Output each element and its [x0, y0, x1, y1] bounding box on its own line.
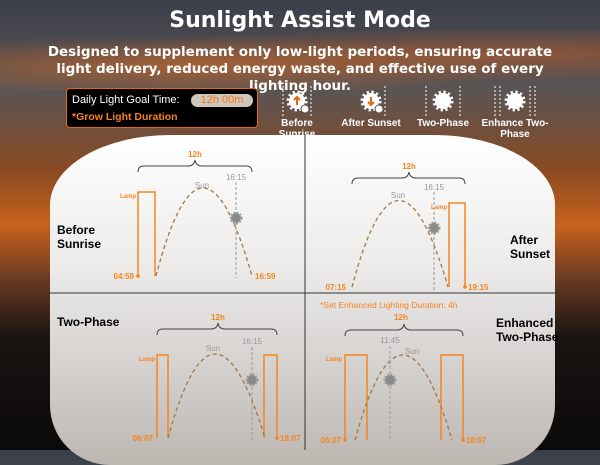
mode-label: After Sunset [341, 118, 401, 129]
mode-label: Enhance Two-Phase [481, 118, 549, 140]
sun-icon [245, 373, 259, 387]
lamp-bar [137, 191, 156, 276]
bracket [137, 159, 253, 173]
panel-title-two-phase: Two-Phase [57, 315, 120, 329]
sun-up-arrow-icon [282, 86, 312, 116]
sun-icon [427, 221, 441, 235]
diagram-panel-area [50, 135, 555, 465]
lamp-bar [448, 202, 466, 287]
lamp-bar-morning [344, 354, 368, 440]
mode-two-phase: Two-Phase [408, 86, 478, 129]
panel-title-enhanced-two-phase: Enhanced Two-Phase [496, 316, 559, 344]
lamp-label: Lamp [431, 205, 447, 211]
sun-time: 16:15 [242, 337, 263, 346]
start-dot [136, 274, 140, 278]
sun-label: Sun [405, 347, 419, 356]
panel-before-sunrise: 12h 16:15 Sun Lamp 04:59 16:59 [114, 150, 276, 281]
sun-icon [494, 86, 536, 116]
duration-label: 12h [211, 313, 225, 322]
end-dot [461, 438, 465, 442]
sun-time: 16:15 [424, 183, 445, 192]
end-dot [463, 285, 467, 289]
goal-note: *Grow Light Duration [72, 111, 178, 123]
end-time: 16:59 [255, 272, 276, 281]
bracket [156, 322, 278, 336]
duration-label: 12h [188, 150, 202, 159]
sunset-sky-background [0, 30, 600, 90]
start-time: 04:59 [114, 272, 135, 281]
lamp-label: Lamp [120, 194, 136, 200]
start-time: 06:07 [321, 436, 342, 445]
lamp-bar-evening [440, 354, 464, 440]
mode-label: Two-Phase [416, 118, 470, 129]
end-time: 18:07 [466, 436, 487, 445]
sun-label: Sun [206, 344, 220, 353]
sun-icon [425, 86, 461, 116]
start-time: 06:07 [133, 434, 154, 443]
enhanced-duration-note: *Set Enhanced Lighting Duration: 4h [320, 300, 458, 310]
sun-arc [354, 354, 453, 441]
goal-label: Daily Light Goal Time: [72, 94, 180, 106]
sun-icon [229, 211, 243, 225]
panel-two-phase: 12h 16:15 Sun Lamp 06:07 18:07 [133, 313, 301, 443]
panel-title-after-sunset: After Sunset [510, 233, 551, 261]
daily-light-goal-box: Daily Light Goal Time: 12h 00m *Grow Lig… [66, 88, 258, 128]
sun-time: 16:15 [226, 173, 247, 182]
duration-label: 12h [394, 313, 408, 322]
mode-label: Before Sunrise [279, 118, 316, 140]
sun-arc [167, 353, 266, 439]
sun-time: 11:45 [380, 336, 400, 345]
mode-after-sunset: After Sunset [336, 86, 406, 129]
mode-before-sunrise: Before Sunrise [262, 86, 332, 140]
end-time: 19:15 [468, 283, 489, 292]
goal-value-field: 12h 00m [191, 94, 253, 107]
bracket [351, 171, 466, 185]
lamp-label: Lamp [139, 357, 155, 363]
end-dot [275, 436, 279, 440]
panel-title-before-sunrise: Before Sunrise [57, 223, 102, 251]
end-time: 18:07 [280, 434, 301, 443]
lamp-bar-evening [263, 354, 278, 438]
sun-label: Sun [195, 181, 209, 190]
page-title: Sunlight Assist Mode [169, 8, 431, 33]
lamp-label: Lamp [326, 357, 342, 363]
sun-down-arrow-icon [360, 86, 386, 116]
sun-icon [383, 373, 397, 387]
sun-label: Sun [391, 191, 405, 200]
panel-enhanced-two-phase: *Set Enhanced Lighting Duration: 4h 12h … [320, 300, 487, 445]
lamp-bar-morning [156, 354, 169, 438]
diagrams: 12h 16:15 Sun Lamp 04:59 16:59 12h 16:15… [40, 135, 560, 450]
start-dot [343, 438, 347, 442]
subtitle: Designed to supplement only low-light pe… [47, 44, 553, 94]
sun-arc [155, 187, 253, 277]
duration-label: 12h [402, 162, 416, 171]
panel-after-sunset: 12h 16:15 Sun Lamp 07:15 19:15 [326, 162, 489, 292]
bracket [344, 323, 464, 337]
mode-enhance-two-phase: Enhance Two-Phase [480, 86, 550, 140]
start-time: 07:15 [326, 283, 347, 292]
